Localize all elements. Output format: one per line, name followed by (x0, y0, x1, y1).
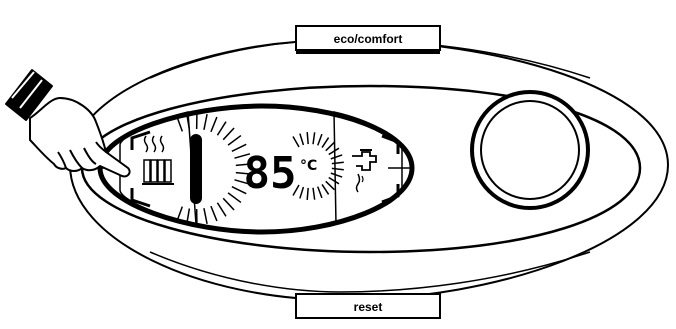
temperature-unit: °C (300, 158, 317, 174)
reset-label: reset (354, 300, 383, 314)
temperature-readout: 85 (244, 148, 297, 199)
eco-comfort-label: eco/comfort (334, 32, 403, 46)
rotary-knob[interactable] (472, 92, 588, 208)
reset-button[interactable]: reset (296, 294, 440, 318)
eco-comfort-button[interactable]: eco/comfort (296, 26, 440, 54)
ray-mark (307, 188, 308, 200)
ray-mark (307, 132, 308, 144)
